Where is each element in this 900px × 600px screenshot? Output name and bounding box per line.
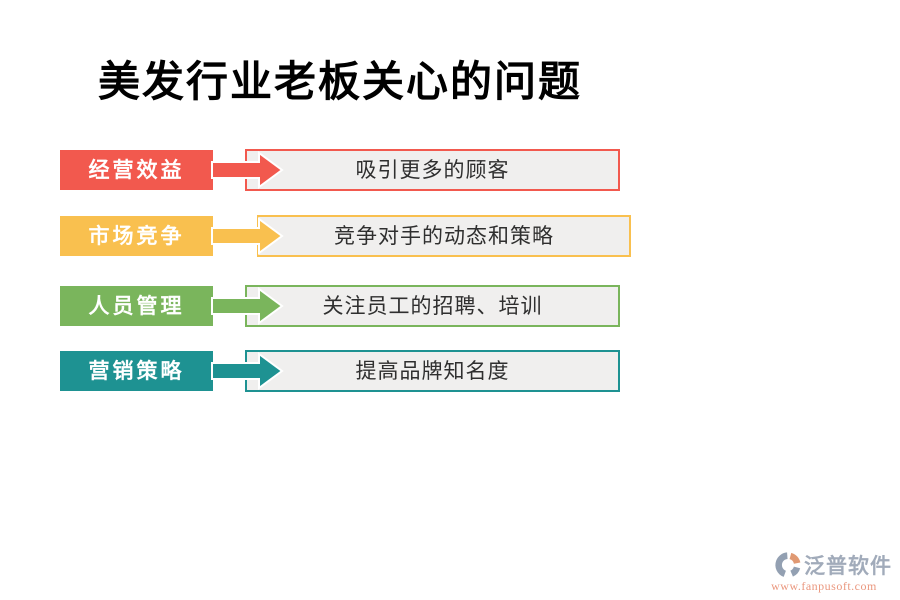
diagram-row-3: 人员管理 关注员工的招聘、培训	[0, 285, 900, 327]
category-label: 经营效益	[60, 150, 213, 190]
answer-box: 提高品牌知名度	[245, 350, 620, 392]
category-label: 营销策略	[60, 351, 213, 391]
answer-box: 关注员工的招聘、培训	[245, 285, 620, 327]
arrow-right-icon	[211, 151, 284, 189]
arrow-right-icon	[211, 352, 284, 390]
arrow-right-icon	[211, 287, 284, 325]
diagram-row-4: 营销策略 提高品牌知名度	[0, 350, 900, 392]
answer-box: 吸引更多的顾客	[245, 149, 620, 191]
category-label: 市场竞争	[60, 216, 213, 256]
diagram-row-1: 经营效益 吸引更多的顾客	[0, 149, 900, 191]
diagram-row-2: 市场竞争 竞争对手的动态和策略	[0, 215, 900, 257]
arrow-right-icon	[211, 217, 284, 255]
category-label: 人员管理	[60, 286, 213, 326]
page-title: 美发行业老板关心的问题	[98, 60, 583, 106]
watermark: 泛普软件 www.fanpusoft.com	[756, 549, 892, 594]
fanpu-logo-swirl-icon	[775, 552, 801, 578]
brand-name: 泛普软件	[804, 555, 892, 578]
answer-box: 竞争对手的动态和策略	[257, 215, 631, 257]
brand-website: www.fanpusoft.com	[771, 579, 877, 593]
